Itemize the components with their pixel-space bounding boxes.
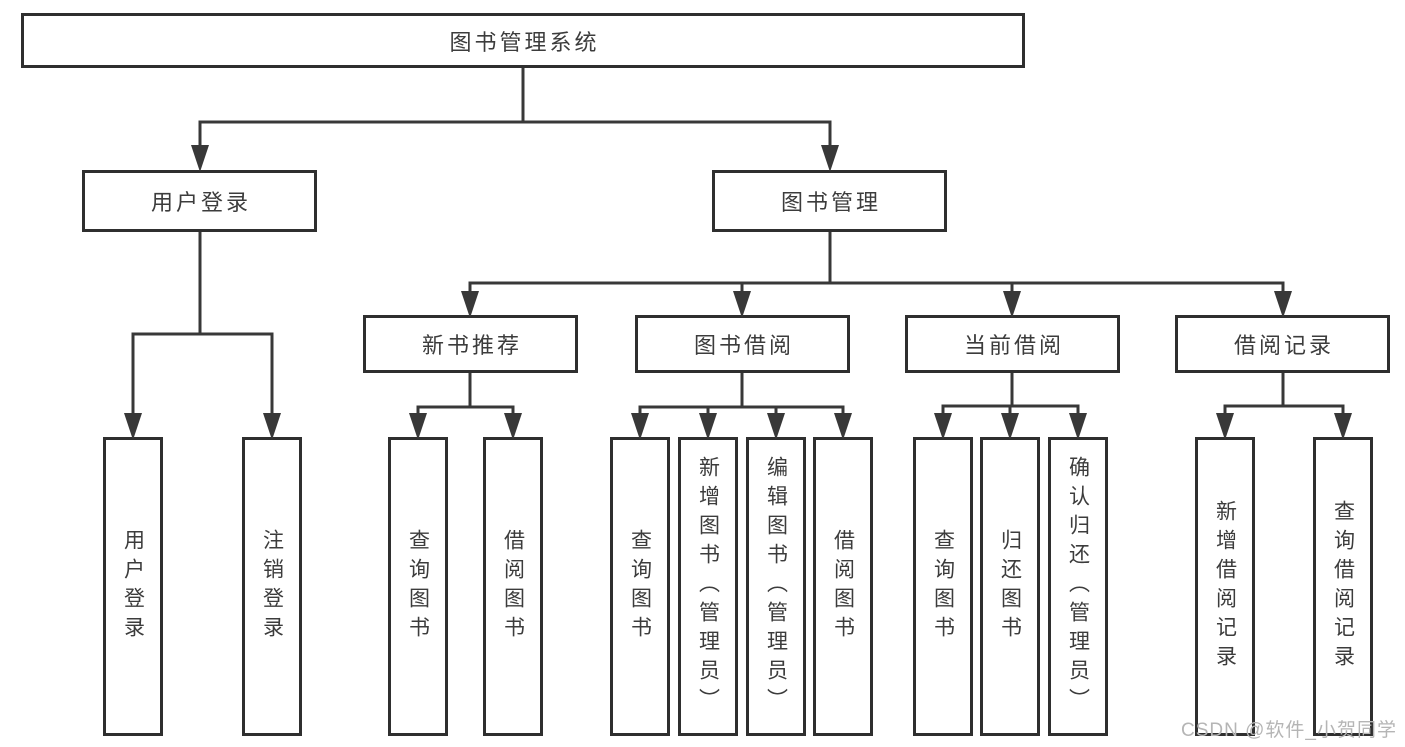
leaf-confirm-return-admin: 确认归还（管理员）: [1048, 437, 1108, 736]
node-label: 当前借阅: [963, 333, 1064, 358]
leaf-label: 新增借阅记录: [1213, 499, 1237, 674]
leaf-logout: 注销登录: [242, 437, 302, 736]
node-user-login: 用户登录: [82, 170, 317, 232]
leaf-query-borrow-record: 查询借阅记录: [1313, 437, 1373, 736]
leaf-query-books-recommend: 查询图书: [388, 437, 448, 736]
node-label: 用户登录: [150, 190, 251, 215]
leaf-label: 查询图书: [931, 528, 955, 645]
leaf-label: 编辑图书（管理员）: [764, 456, 788, 717]
leaf-edit-books-admin: 编辑图书（管理员）: [746, 437, 806, 736]
leaf-borrow-books-recommend: 借阅图书: [483, 437, 543, 736]
leaf-label: 借阅图书: [501, 528, 525, 645]
node-label: 图书管理: [780, 190, 881, 215]
leaf-add-borrow-record: 新增借阅记录: [1195, 437, 1255, 736]
leaf-user-login: 用户登录: [103, 437, 163, 736]
leaf-add-books-admin: 新增图书（管理员）: [678, 437, 738, 736]
leaf-label: 新增图书（管理员）: [696, 456, 720, 717]
leaf-label: 注销登录: [260, 528, 284, 645]
leaf-borrow-books: 借阅图书: [813, 437, 873, 736]
leaf-label: 查询图书: [406, 528, 430, 645]
node-label: 新书推荐: [421, 333, 522, 358]
leaf-label: 查询图书: [628, 528, 652, 645]
leaf-label: 归还图书: [998, 528, 1022, 645]
leaf-label: 用户登录: [121, 528, 145, 645]
node-book-management: 图书管理: [712, 170, 947, 232]
leaf-query-books-borrow: 查询图书: [610, 437, 670, 736]
leaf-query-books-current: 查询图书: [913, 437, 973, 736]
node-label: 图书借阅: [693, 333, 794, 358]
leaf-label: 查询借阅记录: [1331, 499, 1355, 674]
node-system-root: 图书管理系统: [21, 13, 1025, 68]
csdn-watermark: CSDN @软件_小贺同学: [1181, 720, 1397, 741]
leaf-label: 确认归还（管理员）: [1066, 456, 1090, 717]
leaf-label: 借阅图书: [831, 528, 855, 645]
node-current-borrow: 当前借阅: [905, 315, 1120, 373]
node-label: 借阅记录: [1233, 333, 1334, 358]
node-new-book-recommend: 新书推荐: [363, 315, 578, 373]
node-borrow-records: 借阅记录: [1175, 315, 1390, 373]
node-label: 图书管理系统: [449, 29, 600, 55]
node-book-borrow: 图书借阅: [635, 315, 850, 373]
leaf-return-books: 归还图书: [980, 437, 1040, 736]
